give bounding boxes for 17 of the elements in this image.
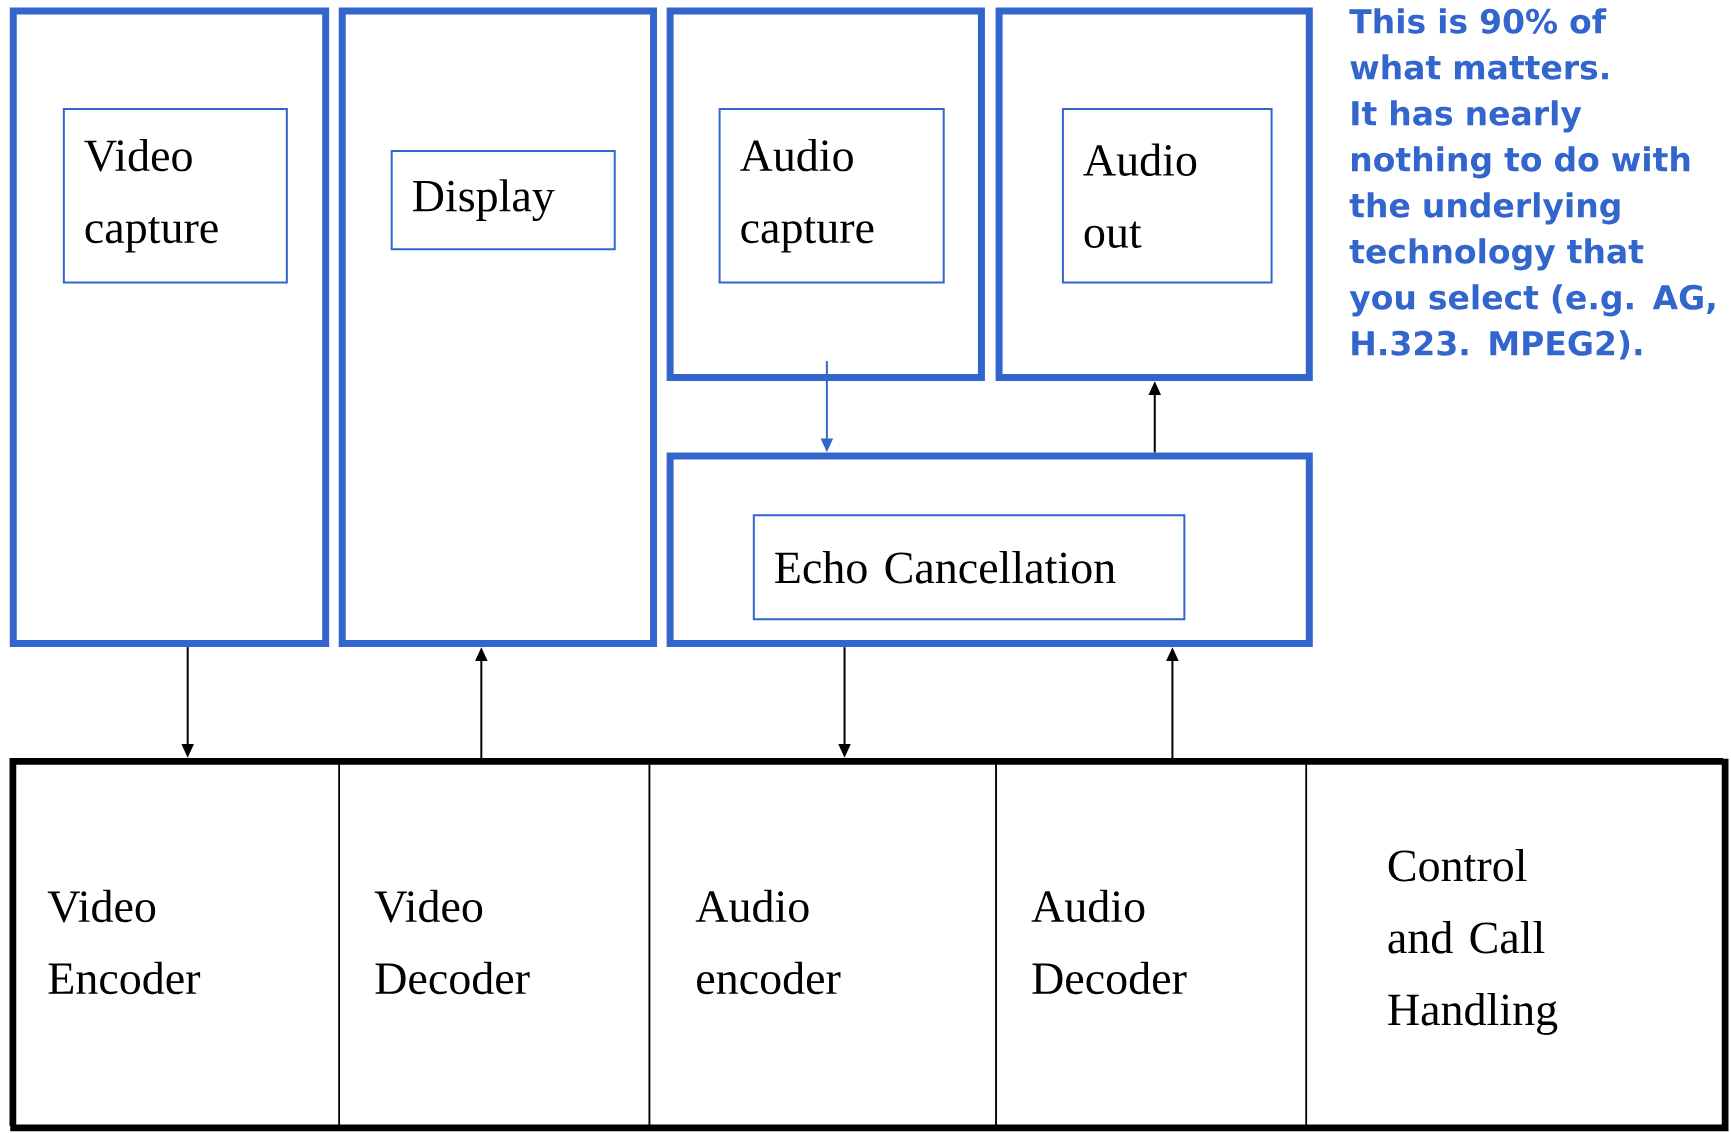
table-cell: Video Encoder [9,758,340,1126]
component-box: Echo Cancellation [752,514,1186,621]
panel-box [338,7,658,648]
panel-box [9,7,330,648]
table-cell: Audio Decoder [995,758,1308,1126]
table-cell: Video Decoder [338,758,651,1126]
component-box: Audio capture [718,108,945,284]
table-cell: Control and Call Handling [1305,758,1724,1126]
component-box: Display [390,150,616,251]
table-cell: Audio encoder [648,758,997,1126]
component-box: Audio out [1061,108,1273,284]
panel-box [666,452,1313,648]
panel-box [995,7,1313,382]
component-box: Video capture [62,108,288,284]
panel-box [666,7,985,382]
table-frame [10,758,1729,1132]
note-text: This is 90% of what matters. It has nearly nothing to do with the underlying technology that you select (e.g. AG, H.323. MPEG2). [1349,8,1715,360]
